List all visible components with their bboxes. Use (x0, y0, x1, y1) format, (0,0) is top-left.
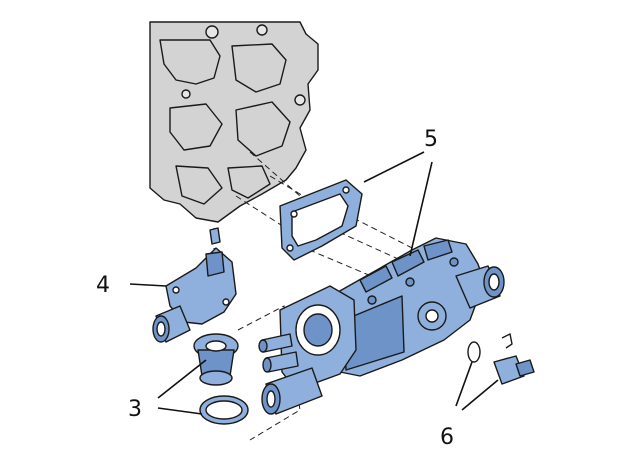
callout-label-4: 4 (96, 273, 110, 298)
thermostat-housing-icon (258, 237, 505, 415)
water-outlet-elbow-icon (152, 227, 237, 343)
engine-cylinder-head-icon (149, 21, 319, 223)
leader-lines (129, 151, 499, 415)
thermostat-icon (193, 333, 239, 386)
callout-label-3: 3 (128, 397, 142, 422)
gasket-icon (279, 179, 363, 261)
callout-label-5: 5 (424, 127, 438, 152)
sensor-seal-icon (467, 341, 481, 363)
thermostat-seal-ring-icon (199, 395, 249, 425)
callout-label-6: 6 (440, 425, 454, 450)
temperature-sensor-icon (493, 333, 535, 385)
